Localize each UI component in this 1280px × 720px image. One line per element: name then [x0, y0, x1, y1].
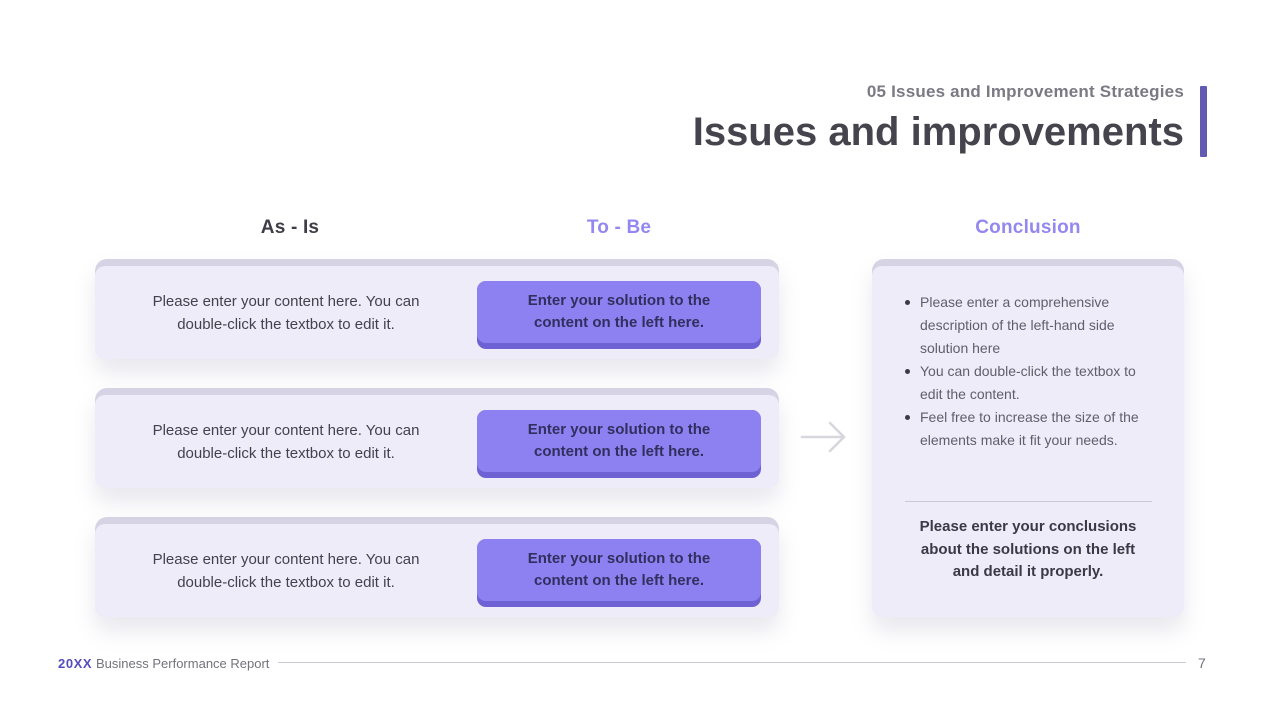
- bullet-line: elements make it fit your needs.: [920, 432, 1118, 448]
- conclusion-bullet-list[interactable]: Please enter a comprehensive description…: [905, 291, 1139, 452]
- solution-label-line: Enter your solution to the: [527, 421, 711, 438]
- solution-button[interactable]: Enter your solution to the content on th…: [477, 410, 761, 478]
- issue-content-line: double-click the textbox to edit it.: [177, 444, 395, 462]
- footer-report-title: Business Performance Report: [96, 656, 270, 671]
- bullet-dot-icon: [905, 415, 910, 420]
- footer-divider-line: [278, 662, 1186, 663]
- summary-line: Please enter your conclusions: [919, 518, 1137, 535]
- bullet-line: edit the content.: [920, 386, 1020, 402]
- issue-content-line: Please enter your content here. You can: [152, 292, 420, 310]
- bullet-dot-icon: [905, 369, 910, 374]
- solution-button-face: Enter your solution to the content on th…: [477, 410, 761, 472]
- column-header-as-is: As - Is: [260, 217, 320, 238]
- conclusion-card[interactable]: Please enter a comprehensive description…: [872, 259, 1184, 617]
- column-header-conclusion: Conclusion: [975, 217, 1081, 238]
- solution-button-face: Enter your solution to the content on th…: [477, 539, 761, 601]
- solution-label-line: content on the left here.: [533, 572, 704, 589]
- conclusion-bullet: Feel free to increase the size of the el…: [905, 406, 1139, 452]
- title-accent-bar: [1200, 86, 1207, 157]
- header: 05 Issues and Improvement Strategies Iss…: [693, 82, 1184, 154]
- conclusion-bullet: Please enter a comprehensive description…: [905, 291, 1139, 360]
- solution-button-face: Enter your solution to the content on th…: [477, 281, 761, 343]
- bullet-line: Feel free to increase the size of the: [920, 409, 1139, 425]
- solution-label-line: content on the left here.: [533, 314, 704, 331]
- summary-line: and detail it properly.: [952, 563, 1104, 580]
- issue-content-textbox[interactable]: Please enter your content here. You can …: [95, 266, 477, 359]
- bullet-line: Please enter a comprehensive: [920, 294, 1110, 310]
- bullet-line: description of the left-hand side: [920, 317, 1115, 333]
- issue-content-textbox[interactable]: Please enter your content here. You can …: [95, 395, 477, 488]
- issue-row[interactable]: Please enter your content here. You can …: [95, 388, 779, 488]
- footer-year: 20XX: [58, 656, 93, 671]
- conclusion-card-body: [872, 266, 1184, 617]
- page-number: 7: [1198, 655, 1206, 671]
- issue-content-line: double-click the textbox to edit it.: [177, 315, 395, 333]
- issue-content-textbox[interactable]: Please enter your content here. You can …: [95, 524, 477, 617]
- bullet-line: You can double-click the textbox to: [920, 363, 1136, 379]
- issue-row[interactable]: Please enter your content here. You can …: [95, 259, 779, 359]
- solution-button[interactable]: Enter your solution to the content on th…: [477, 281, 761, 349]
- issue-content-line: Please enter your content here. You can: [152, 550, 420, 568]
- bullet-line: solution here: [920, 340, 1001, 356]
- conclusion-summary-textbox[interactable]: Please enter your conclusions about the …: [888, 516, 1168, 584]
- issue-row[interactable]: Please enter your content here. You can …: [95, 517, 779, 617]
- summary-line: about the solutions on the left: [920, 540, 1136, 558]
- right-arrow-icon: [800, 421, 846, 453]
- issue-content-line: Please enter your content here. You can: [152, 421, 420, 439]
- solution-label-line: Enter your solution to the: [527, 550, 711, 567]
- page-title: Issues and improvements: [692, 110, 1184, 154]
- conclusion-divider: [905, 501, 1152, 502]
- solution-label-line: Enter your solution to the: [527, 292, 711, 309]
- conclusion-bullet: You can double-click the textbox to edit…: [905, 360, 1139, 406]
- bullet-dot-icon: [905, 300, 910, 305]
- solution-label-line: content on the left here.: [533, 443, 704, 460]
- section-label: 05 Issues and Improvement Strategies: [866, 82, 1184, 101]
- column-header-to-be: To - Be: [586, 217, 652, 238]
- issue-content-line: double-click the textbox to edit it.: [177, 573, 395, 591]
- solution-button[interactable]: Enter your solution to the content on th…: [477, 539, 761, 607]
